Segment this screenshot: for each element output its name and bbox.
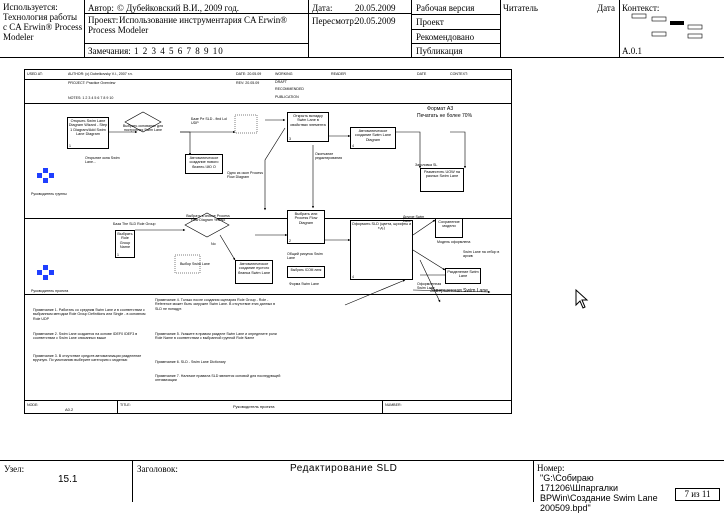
status-publication: Публикация [416,46,463,56]
mini-title-value: Руководитель проекта [233,404,275,409]
mini-project: PROJECT: Practice Overview [68,81,116,85]
notes-numbers: 1 2 3 4 5 6 7 8 9 10 [134,46,224,56]
review-value: 20.05.2009 [355,16,396,26]
diamond-label-2: Выбрать в списке Process Flow Diagram Ye… [186,214,230,223]
footer-node-value: 15.1 [58,474,78,485]
mini-draft: DRAFT [275,80,287,84]
mini-number-label: NUMBER: [385,403,402,407]
note-7: Примечание 7. Наличие правила SLD являет… [155,374,281,383]
user-label: Используется: [3,2,58,12]
mini-used-at: USED AT: [27,72,43,76]
edge-label-2: Открытие окна Swim Lane... [85,156,120,165]
activity-box-4: Автоматическое создание Swim Lane Diagra… [350,127,396,149]
diagram-frame: USED AT: AUTHOR: (c) Dubeikovsky V.I., 2… [24,69,512,414]
context-thumbnail [631,13,703,39]
note-3: Примечание 3. В отсутствие средств автом… [33,354,142,363]
note-1: Примечание 1. Работать со средним Swim L… [33,308,146,321]
edge-label-11: Оформленная Swim Lane [417,282,442,291]
lane-label-top: Руководитель группы [31,192,67,196]
diamond-label-1: Выбрать основание для построения Swim La… [122,124,164,133]
project-value: Использование инструментария CA Erwin® P… [88,15,288,35]
activity-box-3: Открыть вкладку Swim Lane в свойствах эл… [287,112,329,142]
activity-box-11: Разделение Swim Lane [445,268,481,284]
lane-icon-top [37,168,54,183]
context-label: Контекст: [622,3,660,13]
project-label: Проект: [88,15,119,25]
edge-label-4: Окончание редактирования [315,152,343,161]
mini-node-label: NODE: [27,403,39,407]
mini-date2: DATE [417,72,427,76]
lane-label-bottom: Руководитель проекта [31,289,69,293]
idef0-footer: Узел: 15.1 Заголовок: Редактирование SLD… [0,460,724,513]
footer-page-value: 7 из 11 [675,488,720,501]
edge-label-13: Модель оформлена [437,240,471,244]
date-label: Дата: [312,3,333,13]
edge-label-6: Общий рисунок Swim Lane [287,252,323,261]
status-draft: Проект [416,17,444,27]
note-5: Примечание 5. Укажите в правом разделе S… [155,332,277,341]
edge-label-10: Другие Swim Lane [403,215,425,224]
review-label: Пересмотр: [312,16,357,26]
mini-author: AUTHOR: (c) Dubeikovsky V.I., 2007 г.н. [68,72,133,76]
author-value: © Дубейковский В.И., 2009 год. [117,3,240,13]
idef0-header: Используется: Технология работы с CA Erw… [0,0,724,58]
activity-box-1: Открыть Swim Lane Diagram Wizard - Step … [67,117,109,149]
user-value: Технология работы с CA Erwin® Process Mo… [3,12,83,42]
end-label: Завершенная Swim Lane [430,288,488,294]
reader-label: Читатель [503,3,538,13]
edge-label-3: Одно из окон Process Flow Diagram [227,171,264,180]
status-recommended: Рекомендовано [416,32,475,42]
edge-label-5: Заголовка SL [415,163,438,167]
date-value: 20.05.2009 [355,3,396,13]
format-subtitle: Печатать не более 70% [417,113,473,119]
activity-box-12: Выбрать ICOM линк [287,266,325,278]
mini-context: CONTEXT: [450,72,468,76]
mini-title-label: TITLE: [120,403,131,407]
decision-diamond-1 [124,111,162,133]
mini-date: DATE: 20.05.09 [236,72,262,76]
mini-rev: REV: 20.05.09 [236,81,260,85]
activity-box-7: Автоматическое создание пустого бланка S… [235,260,273,284]
notes-label: Замечания: [88,46,131,56]
footer-number-value: "G:\Собираю 171206\Шпаргалки BPWin\Созда… [540,473,658,513]
mini-reader: READER [331,72,346,76]
footer-title-label: Заголовок: [137,464,178,474]
activity-box-9: Оформить SLD (цвета, шрифты и т.д.)4 [350,220,413,280]
activity-box-2: Автоматическое создание нового бизнес-ЧЮ… [185,154,223,174]
footer-number-label: Номер: [537,463,565,473]
decision-diamond-2 [184,212,230,238]
status-working: Рабочая версия [416,3,475,13]
footer-node-label: Узел: [4,464,25,474]
mini-recommended: RECOMMENDED [275,87,304,91]
format-title: Формат А3 [427,106,454,112]
note-4: Примечание 4. Только после создания сцен… [155,298,276,311]
mini-node-value: A0.2 [65,407,74,412]
mini-working: WORKING [275,72,293,76]
edge-label-12: Swim Lane на отбор в архив [463,250,500,259]
mini-notes: NOTES: 1 2 3 4 5 6 7 8 9 10 [68,96,114,100]
reader-date-label: Дата [597,3,615,13]
edge-label-8: Выбор Swim Lane [180,262,210,266]
mouse-pointer-icon [575,288,589,309]
activity-box-5: Разместить UOW на разных Swim Lane [420,168,464,192]
edge-label-9: No [211,242,216,246]
note-6: Примечание 6. SLD - Swim Lane Dictionary [155,360,226,364]
mini-publication: PUBLICATION [275,95,299,99]
footer-title-value: Редактирование SLD [290,463,398,474]
edge-label-7: База The SLD Role Group [113,222,156,226]
activity-box-10: Сохранение модели [435,218,463,238]
context-node: A.0.1 [622,46,642,56]
lane-icon-bottom [37,265,54,280]
edge-label-14: Форма Swim Lane [289,282,319,286]
edge-label-1: Базе Pe SLD - find Lol UDP [191,117,228,126]
author-label: Автор: [88,3,114,13]
note-2: Примечание 2. Swim Lane создается на осн… [33,332,138,341]
